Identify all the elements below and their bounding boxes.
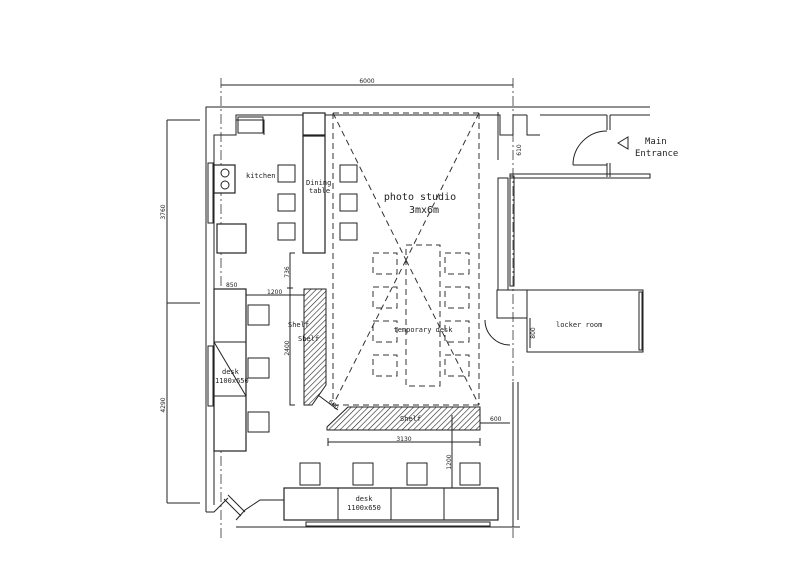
dimension-total-width: 6000 <box>221 78 513 86</box>
svg-text:1100x650: 1100x650 <box>215 377 249 385</box>
svg-text:6000: 6000 <box>359 78 374 85</box>
svg-text:600: 600 <box>490 416 502 423</box>
svg-text:Shelf: Shelf <box>400 415 421 423</box>
svg-text:photo studio: photo studio <box>384 192 456 203</box>
svg-text:Main: Main <box>645 137 667 147</box>
svg-text:3130: 3130 <box>396 436 411 443</box>
kitchen-area: kitchen <box>213 164 276 254</box>
svg-text:Shelf: Shelf <box>288 321 309 329</box>
svg-text:1100x650: 1100x650 <box>347 504 381 512</box>
svg-text:3mx6m: 3mx6m <box>409 205 439 216</box>
dimension-left: 3760 4290 <box>160 119 200 504</box>
svg-text:2400: 2400 <box>284 340 291 355</box>
svg-text:610: 610 <box>516 144 523 156</box>
svg-text:736: 736 <box>284 266 291 278</box>
svg-text:table: table <box>309 187 330 195</box>
svg-text:1200: 1200 <box>267 289 282 296</box>
dining-chairs <box>277 164 358 241</box>
svg-text:Shelf: Shelf <box>298 335 319 343</box>
walls <box>205 106 651 528</box>
svg-text:1200: 1200 <box>446 454 453 469</box>
temporary-desk: temporary desk <box>372 244 470 387</box>
svg-text:locker room: locker room <box>556 321 602 329</box>
desk-left: desk 1100x650 <box>213 288 270 452</box>
locker-room: locker room <box>484 289 644 353</box>
svg-text:800: 800 <box>530 327 537 339</box>
svg-text:4290: 4290 <box>160 397 167 412</box>
dining-table: Dining table <box>302 112 331 254</box>
svg-text:temporary desk: temporary desk <box>393 326 453 334</box>
desk-bottom: desk 1100x650 <box>283 462 499 527</box>
main-entrance: Main Entrance <box>572 130 678 166</box>
shelf-vertical: Shelf Shelf <box>288 288 327 406</box>
svg-text:Entrance: Entrance <box>635 149 678 159</box>
shelf-horizontal: Shelf <box>326 406 481 431</box>
stove <box>213 164 236 194</box>
svg-text:desk: desk <box>356 495 374 503</box>
kitchen-label: kitchen <box>246 172 276 180</box>
entrance-arrow-icon <box>617 136 629 150</box>
svg-text:Dining: Dining <box>306 179 331 187</box>
kitchen-counter <box>216 223 247 254</box>
svg-text:desk: desk <box>222 368 240 376</box>
svg-text:850: 850 <box>226 282 238 289</box>
photo-studio: photo studio 3mx6m <box>332 112 480 406</box>
svg-text:3760: 3760 <box>160 204 167 219</box>
